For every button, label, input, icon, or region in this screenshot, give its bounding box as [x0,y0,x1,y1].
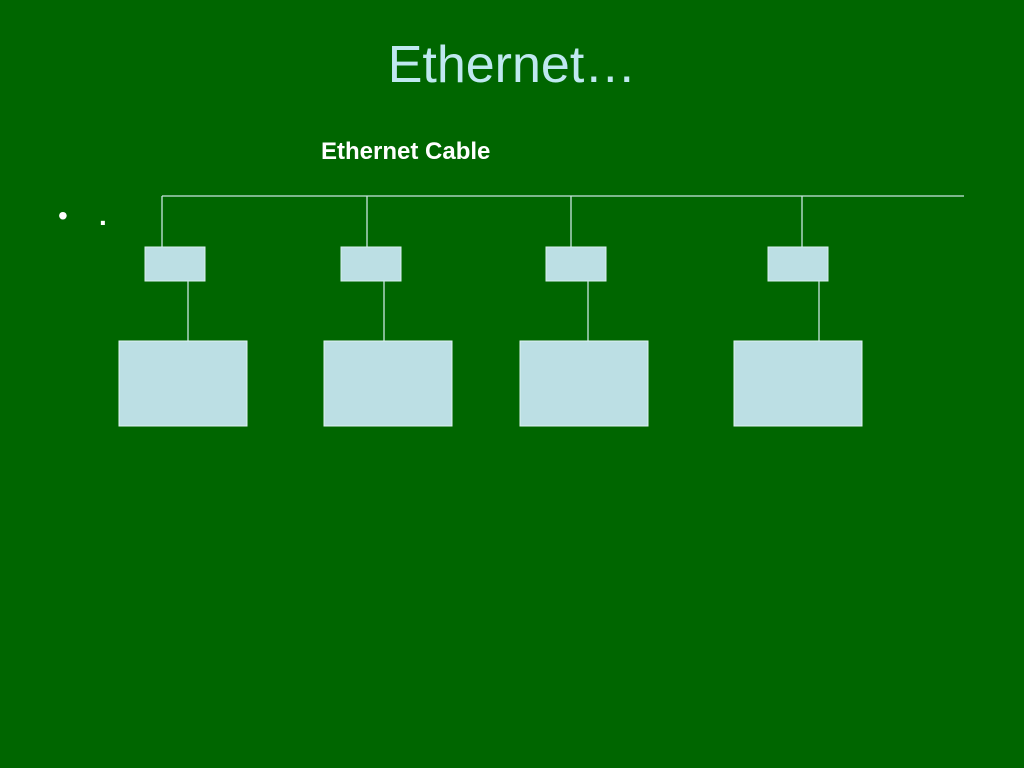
bullet-marker: • [58,200,68,231]
network-node-2 [323,196,453,427]
computer-box-2 [323,340,453,427]
network-node-1 [118,196,248,427]
transceiver-box-4 [767,246,829,282]
ethernet-cable-label: Ethernet Cable [321,138,490,165]
computer-box-1 [118,340,248,427]
transceiver-box-2 [340,246,402,282]
bullet-item: • . [58,196,107,236]
slide-title: Ethernet… [387,36,637,94]
computer-box-3 [519,340,649,427]
network-node-4 [733,196,863,427]
transceiver-box-1 [144,246,206,282]
computer-box-4 [733,340,863,427]
network-node-3 [519,196,649,427]
transceiver-box-3 [545,246,607,282]
bullet-text: . [99,200,107,231]
